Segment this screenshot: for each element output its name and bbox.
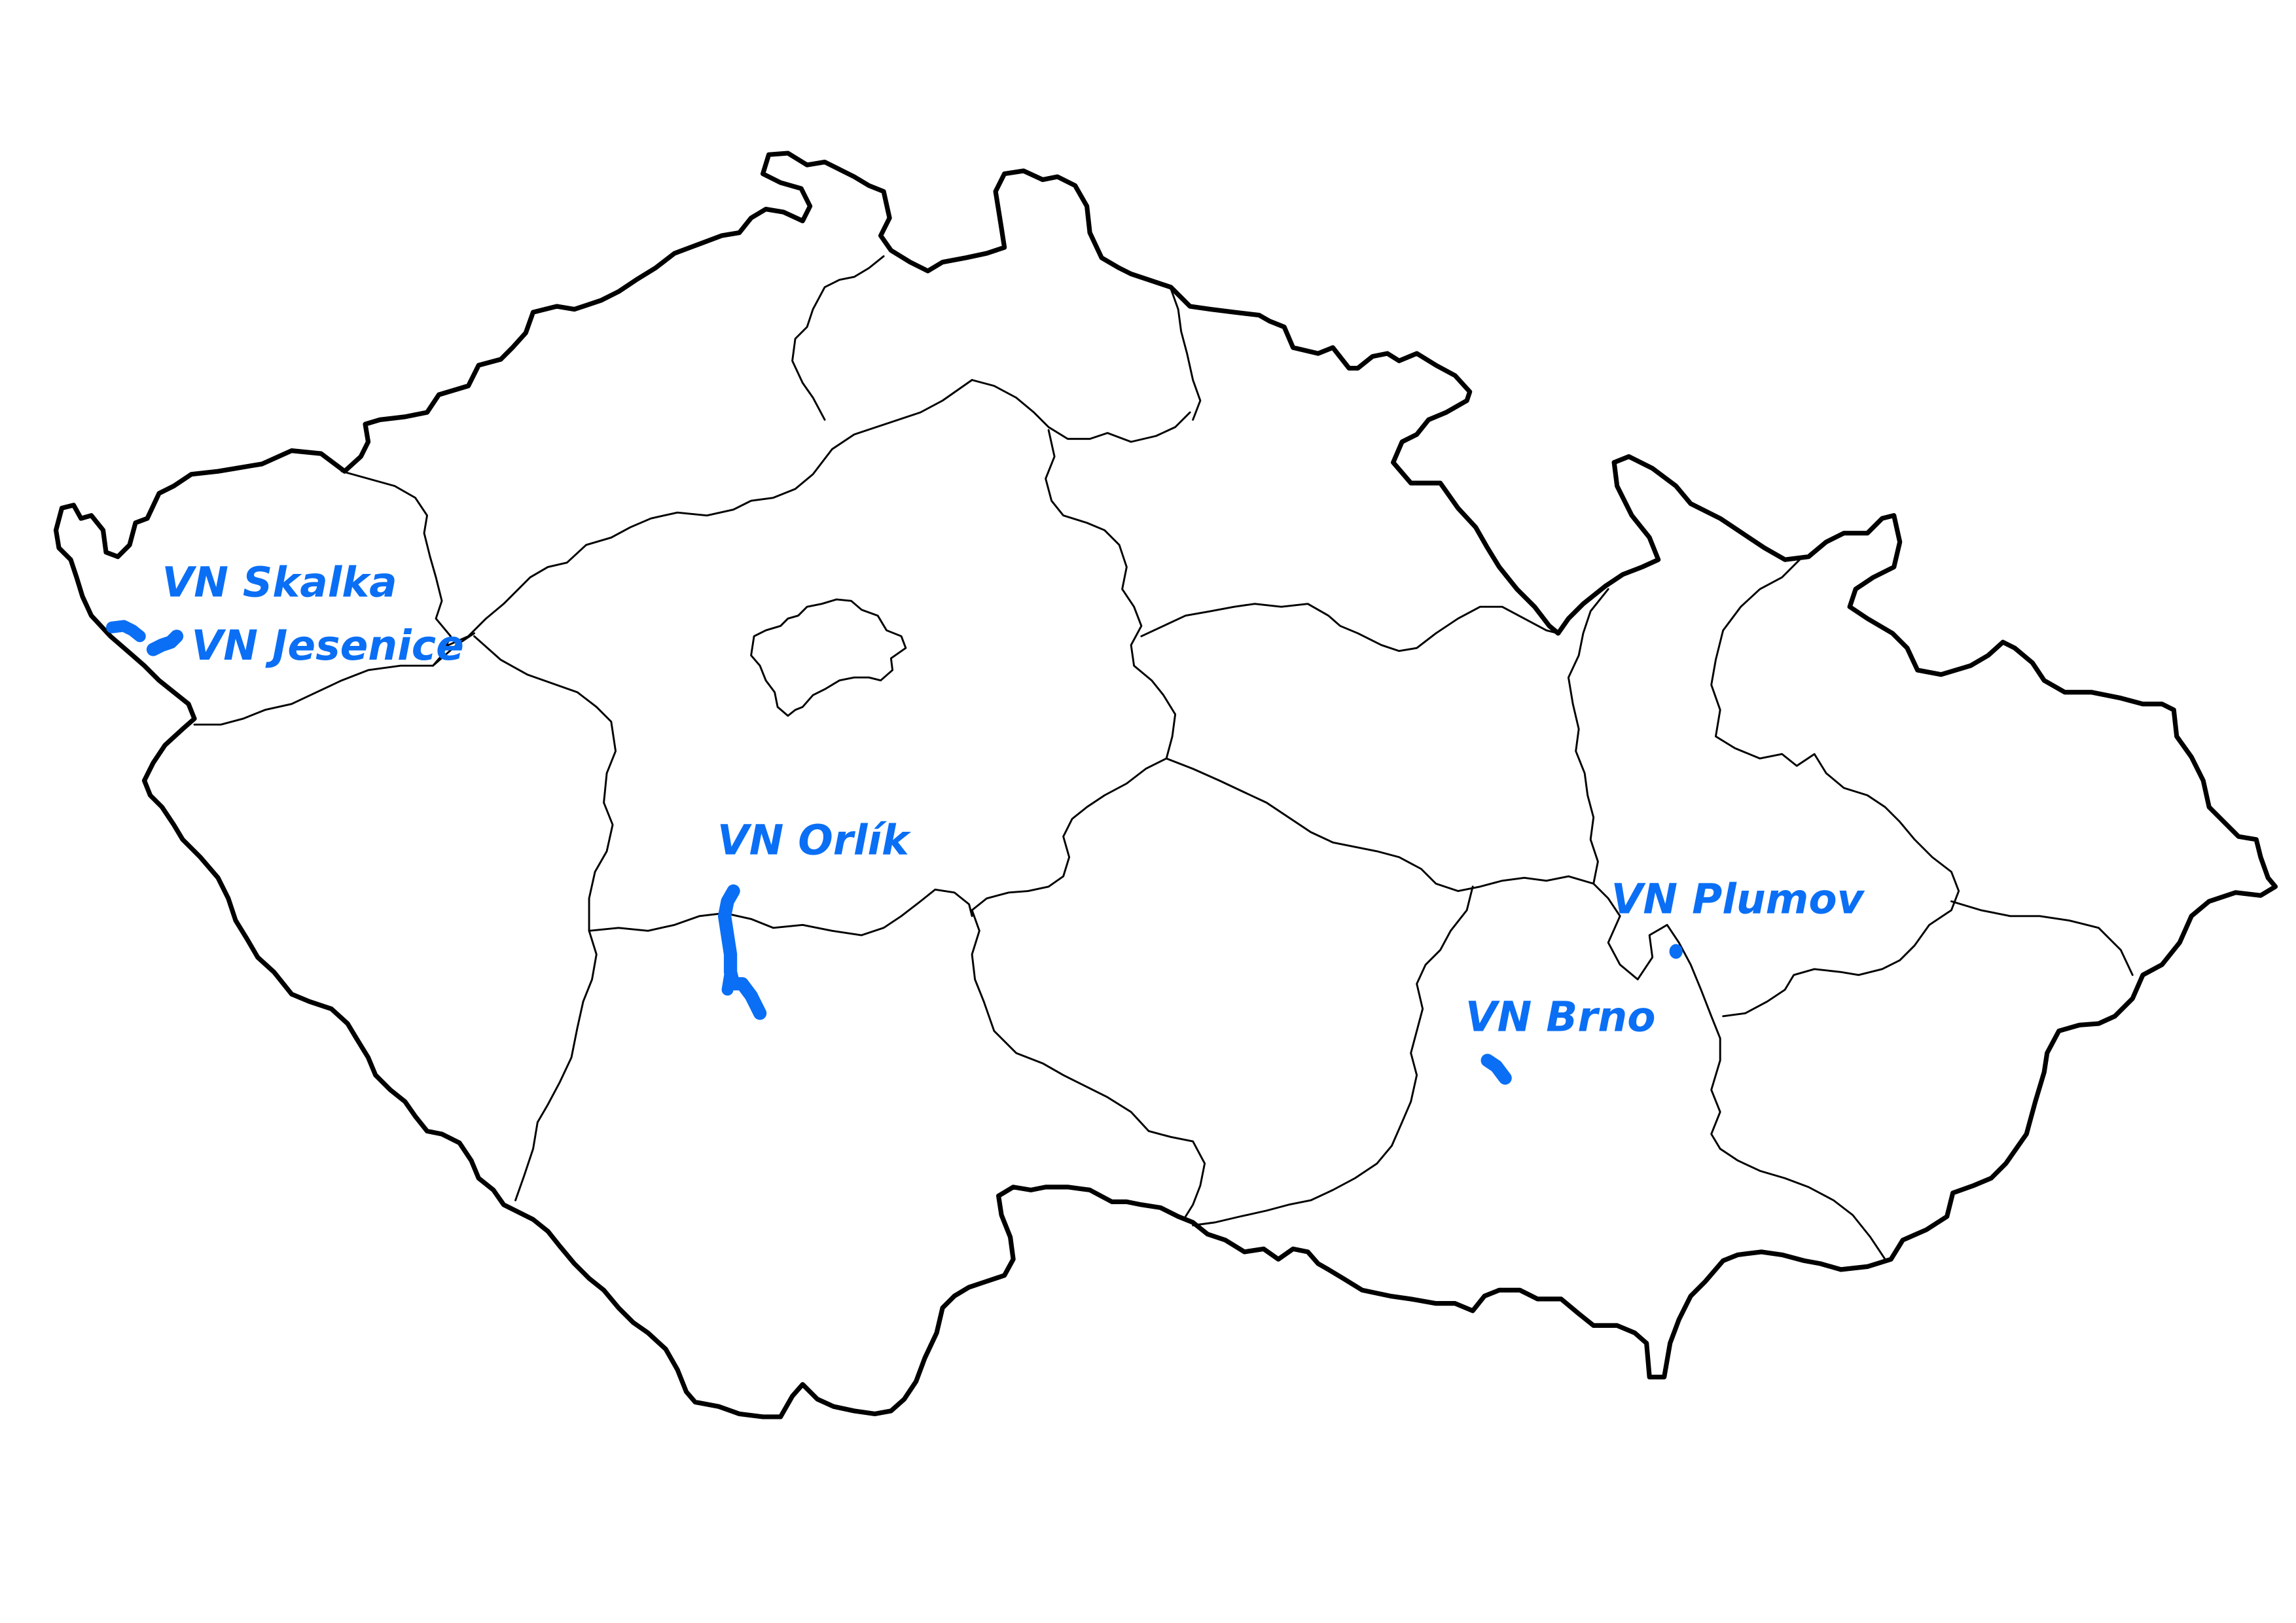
region-borders [193, 255, 2134, 1260]
reservoir-shapes [106, 620, 1683, 1085]
region-prague [750, 598, 907, 717]
label-vn-orlik: VN Orlík [717, 816, 912, 864]
reservoir-orlik-shape [717, 884, 767, 1020]
label-vn-jesenice: VN Jesenice [192, 622, 464, 669]
label-vn-plumov: VN Plumov [1611, 875, 1865, 923]
reservoir-labels: VN Skalka VN Jesenice VN Orlík VN Plumov… [162, 558, 1865, 1041]
label-vn-brno: VN Brno [1465, 993, 1656, 1041]
reservoir-plumov-shape [1669, 944, 1683, 959]
reservoir-jesenice-shape [146, 630, 184, 656]
label-vn-skalka: VN Skalka [162, 558, 397, 606]
country-border [53, 151, 2278, 1419]
reservoir-skalka-shape [106, 620, 146, 643]
reservoir-brno-shape [1480, 1054, 1512, 1085]
